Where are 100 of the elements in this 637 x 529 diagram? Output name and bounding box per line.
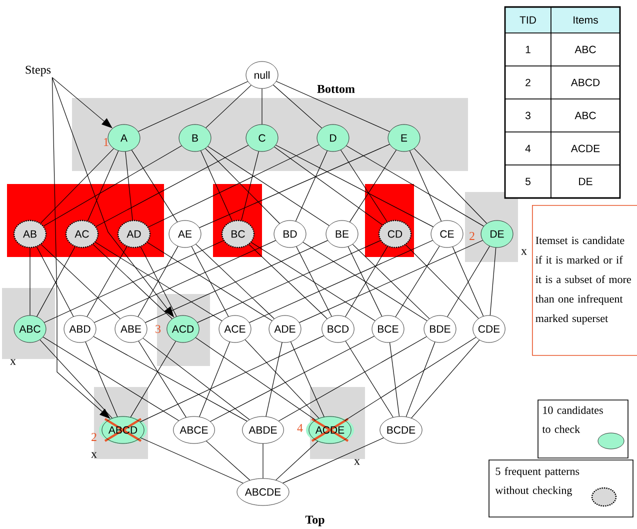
connector-line	[195, 244, 275, 320]
connector-line	[266, 342, 282, 417]
legend-box: 5 frequent patterns without checking	[488, 460, 634, 518]
table-cell: ABC	[550, 32, 620, 66]
connector-line	[93, 336, 248, 422]
connector-line	[147, 242, 272, 322]
connector-line	[411, 340, 480, 418]
table-cell: ABC	[550, 98, 620, 132]
connector-line	[290, 342, 324, 418]
connector-line	[296, 246, 332, 317]
connector-line	[241, 151, 259, 220]
note-box: Itemset is candidate if it is marked or if it is a subset of more than one infrequent marked superset	[532, 204, 637, 356]
connector-line	[244, 339, 320, 419]
connector-line	[205, 148, 280, 224]
connector-line	[299, 240, 483, 323]
connector-line	[348, 246, 382, 317]
table-cell: ACDE	[550, 132, 620, 166]
connector-line	[191, 246, 229, 317]
connector-line	[352, 244, 430, 319]
step-number: 2	[470, 232, 474, 240]
connector-line	[409, 150, 442, 222]
connector-line	[206, 440, 250, 480]
step-number: 3	[156, 324, 161, 333]
table-cell: 2	[504, 66, 552, 100]
connector-line	[405, 244, 479, 319]
connector-line	[40, 340, 112, 418]
connector-line	[282, 438, 384, 484]
connector-line	[131, 150, 178, 222]
connector-line	[86, 246, 128, 317]
connector-line	[42, 336, 180, 421]
connector-line	[199, 144, 390, 228]
step-number: 1	[104, 138, 108, 146]
connector-line	[344, 336, 476, 421]
connector-line	[276, 144, 434, 228]
connector-line	[145, 240, 328, 323]
connector-line	[262, 443, 264, 479]
x-mark: x	[10, 359, 16, 365]
step-number: 4	[297, 424, 303, 432]
connector-line	[200, 150, 232, 222]
connector-line	[140, 335, 324, 422]
connector-line	[195, 337, 316, 420]
legend-box: 10 candidates to check	[538, 400, 628, 458]
connector-line	[148, 144, 320, 228]
connector-line	[142, 338, 250, 420]
table-cell: ABCD	[550, 66, 620, 100]
top-label: Top	[305, 516, 324, 526]
connector-line	[138, 81, 248, 132]
connector-line	[140, 437, 244, 484]
connector-line	[345, 246, 388, 318]
connector-line	[125, 151, 133, 220]
connector-line	[87, 150, 119, 222]
steps-label: Steps	[26, 66, 51, 76]
connector-line	[349, 150, 397, 222]
connector-line	[395, 246, 440, 318]
connector-line	[43, 145, 182, 226]
connector-line	[138, 340, 186, 418]
table-cell: 5	[504, 164, 552, 198]
connector-line	[389, 342, 400, 417]
connector-line	[345, 340, 394, 418]
connector-line	[96, 145, 249, 227]
x-mark: x	[354, 459, 360, 465]
connector-line	[94, 240, 276, 323]
connector-line	[251, 242, 376, 322]
connector-line	[95, 242, 222, 322]
connector-line	[208, 146, 330, 226]
connector-line	[295, 150, 328, 222]
arrow	[52, 77, 110, 419]
table-header-cell: Items	[550, 6, 620, 34]
table-cell: 1	[504, 32, 552, 66]
connector-line	[278, 336, 427, 422]
connector-line	[199, 342, 230, 418]
connector-line	[276, 81, 390, 132]
x-mark: x	[91, 452, 97, 458]
table-cell: DE	[550, 164, 620, 198]
connector-line	[197, 240, 381, 323]
connector-line	[248, 244, 328, 320]
bottom-label: Bottom	[317, 85, 355, 93]
connector-line	[414, 148, 488, 224]
connector-line	[210, 336, 374, 422]
step-number: 2	[92, 433, 96, 441]
connector-line	[206, 84, 252, 128]
connector-line	[40, 244, 120, 320]
table-cell: 4	[504, 132, 552, 166]
connector-line	[490, 247, 496, 316]
connector-line	[274, 146, 383, 226]
connector-line	[346, 145, 484, 226]
connector-line	[406, 342, 436, 417]
connector-line	[272, 84, 322, 128]
connector-line	[447, 246, 490, 318]
x-mark: x	[521, 249, 527, 255]
connector-line	[85, 342, 118, 418]
table-cell: 3	[504, 98, 552, 132]
table-header-cell: TID	[504, 6, 552, 34]
connector-line	[249, 240, 433, 323]
connector-line	[340, 150, 388, 222]
connector-line	[44, 240, 224, 323]
connector-line	[130, 340, 176, 418]
connector-line	[302, 242, 428, 322]
connector-line	[92, 244, 172, 320]
connector-line	[452, 246, 484, 316]
